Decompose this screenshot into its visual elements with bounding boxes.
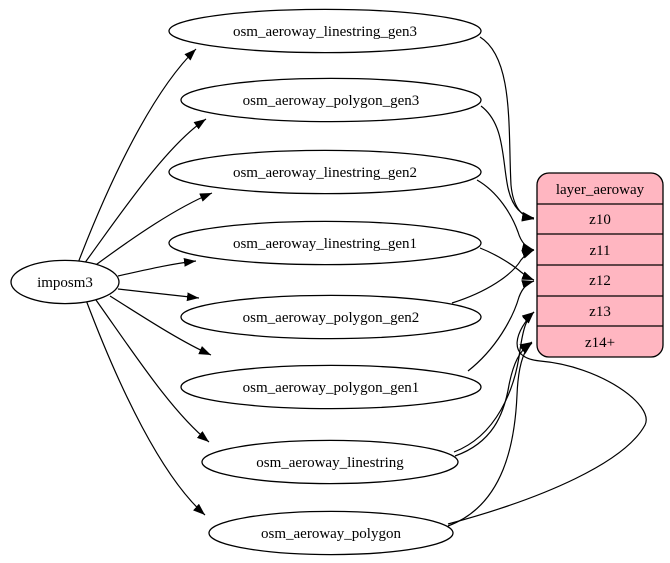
node-osm_aeroway_polygon_gen1: osm_aeroway_polygon_gen1 bbox=[180, 364, 482, 410]
table-label: osm_aeroway_linestring_gen2 bbox=[233, 165, 417, 181]
table-ellipse bbox=[168, 220, 482, 266]
edge-osm_aeroway_polygon_gen1-z12 bbox=[467, 280, 535, 372]
row-z11: z11 bbox=[589, 243, 610, 259]
row-z12: z12 bbox=[589, 273, 611, 289]
imposm3-label: imposm3 bbox=[37, 275, 93, 291]
edge-imposm3-osm_aeroway_polygon_gen3 bbox=[83, 118, 207, 265]
node-imposm3: imposm3 bbox=[10, 259, 120, 305]
edge-imposm3-osm_aeroway_linestring_gen2 bbox=[92, 192, 213, 268]
edge-imposm3-osm_aeroway_linestring bbox=[95, 299, 210, 443]
edges-to-layer-aeroway bbox=[447, 36, 647, 527]
edge-imposm3-osm_aeroway_polygon bbox=[85, 299, 206, 516]
node-osm_aeroway_polygon_gen3: osm_aeroway_polygon_gen3 bbox=[180, 77, 482, 123]
table-ellipse bbox=[180, 364, 482, 410]
table-ellipse bbox=[201, 439, 459, 485]
edge-osm_aeroway_polygon-z14 bbox=[447, 342, 533, 527]
edge-imposm3-osm_aeroway_linestring_gen3 bbox=[77, 48, 197, 264]
table-label: osm_aeroway_polygon bbox=[261, 526, 401, 542]
edge-imposm3-osm_aeroway_polygon_gen2 bbox=[117, 288, 200, 302]
table-label: osm_aeroway_linestring_gen3 bbox=[233, 24, 417, 40]
edge-osm_aeroway_polygon_gen2-z11 bbox=[451, 249, 535, 304]
row-z13: z13 bbox=[589, 304, 611, 320]
node-osm_aeroway_linestring_gen1: osm_aeroway_linestring_gen1 bbox=[168, 220, 482, 266]
row-z10: z10 bbox=[589, 212, 611, 228]
table-ellipse bbox=[208, 510, 454, 556]
edge-osm_aeroway_linestring_gen3-z10 bbox=[479, 36, 535, 222]
table-ellipse bbox=[180, 294, 482, 340]
edges-from-imposm3 bbox=[77, 48, 213, 516]
edge-osm_aeroway_linestring-z14 bbox=[454, 341, 533, 457]
node-layer_aeroway: layer_aeroway z10 z11 z12 z13 z14+ bbox=[536, 172, 664, 358]
table-label: osm_aeroway_linestring bbox=[256, 455, 404, 471]
node-osm_aeroway_polygon: osm_aeroway_polygon bbox=[208, 510, 454, 556]
node-osm_aeroway_linestring_gen2: osm_aeroway_linestring_gen2 bbox=[168, 149, 482, 195]
table-ellipse bbox=[168, 8, 482, 54]
node-osm_aeroway_linestring: osm_aeroway_linestring bbox=[201, 439, 459, 485]
node-osm_aeroway_linestring_gen3: osm_aeroway_linestring_gen3 bbox=[168, 8, 482, 54]
table-label: osm_aeroway_polygon_gen2 bbox=[243, 310, 420, 326]
imposm3-ellipse bbox=[10, 259, 120, 305]
table-label: osm_aeroway_polygon_gen3 bbox=[243, 93, 420, 109]
layer-aeroway-title: layer_aeroway bbox=[556, 182, 645, 198]
table-label: osm_aeroway_linestring_gen1 bbox=[233, 236, 417, 252]
edge-osm_aeroway_polygon_gen3-z10 bbox=[480, 105, 535, 221]
table-ellipse bbox=[180, 77, 482, 123]
edge-osm_aeroway_linestring_gen2-z11 bbox=[476, 179, 535, 252]
table-label: osm_aeroway_polygon_gen1 bbox=[243, 380, 420, 396]
edge-osm_aeroway_polygon-z13 bbox=[447, 311, 647, 525]
node-osm_aeroway_polygon_gen2: osm_aeroway_polygon_gen2 bbox=[180, 294, 482, 340]
edge-osm_aeroway_linestring_gen1-z12 bbox=[479, 247, 535, 281]
edge-imposm3-osm_aeroway_polygon_gen1 bbox=[109, 295, 212, 356]
edge-imposm3-osm_aeroway_linestring_gen1 bbox=[117, 258, 197, 277]
row-z14: z14+ bbox=[585, 335, 615, 351]
table-ellipse bbox=[168, 149, 482, 195]
